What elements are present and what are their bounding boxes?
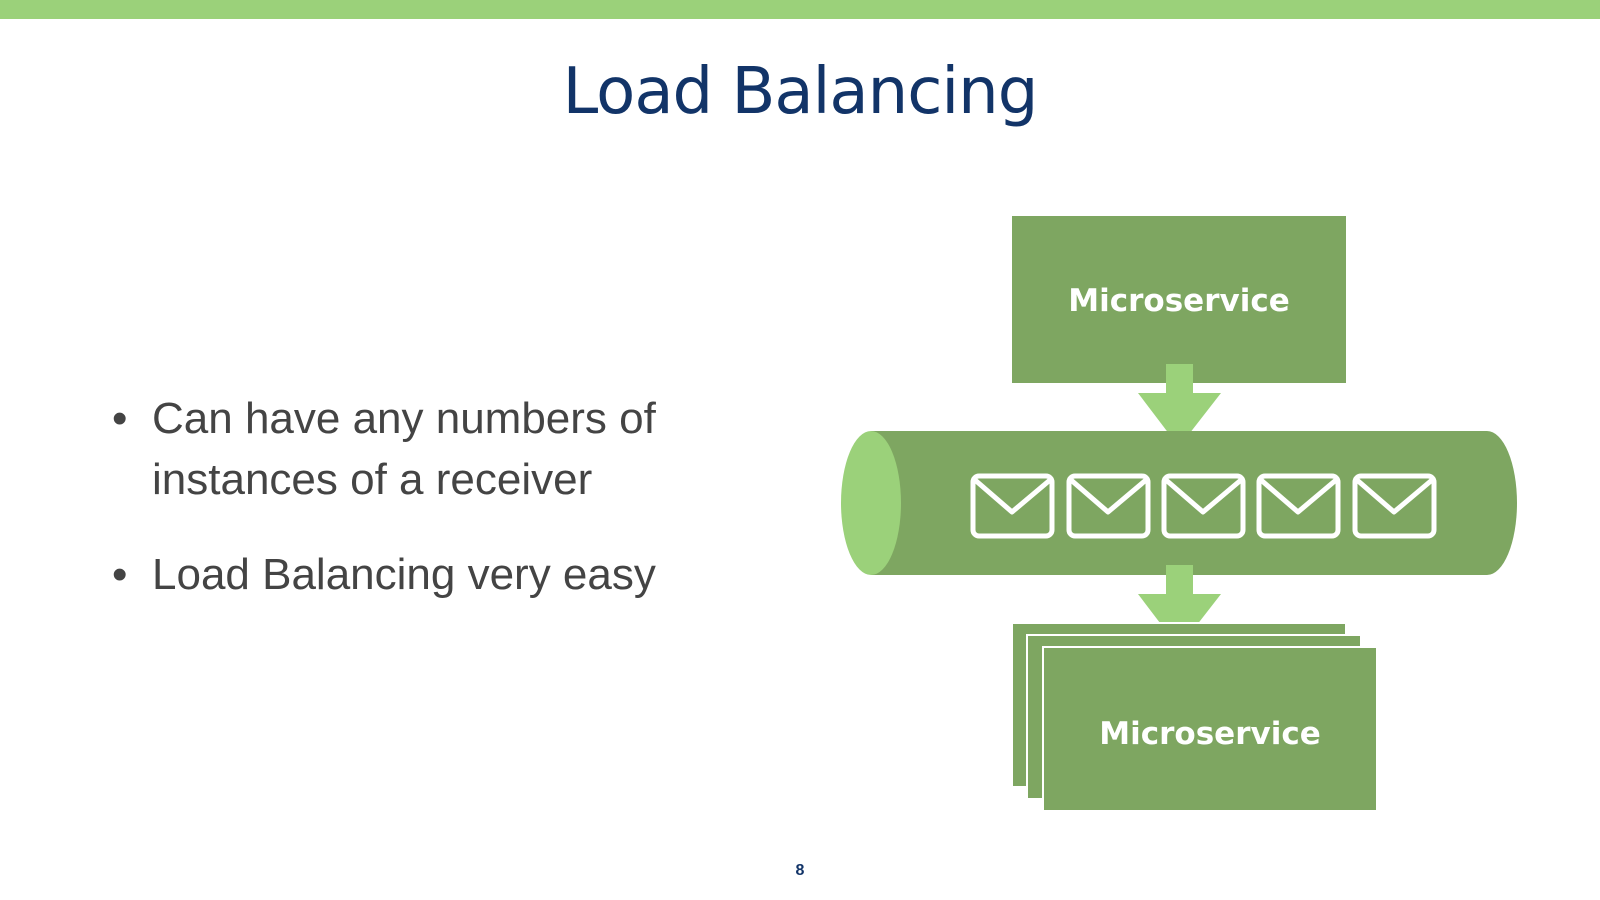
bullet-text: Load Balancing very easy	[152, 550, 656, 599]
arrow-down-icon	[1138, 364, 1221, 447]
page-number: 8	[795, 862, 805, 879]
envelope-icon	[1066, 473, 1151, 539]
sender-microservice-box	[1012, 216, 1346, 383]
receiver-microservice-stack	[1011, 622, 1378, 812]
envelope-icon	[1256, 473, 1341, 539]
bullet-list: • Can have any numbers of instances of a…	[112, 388, 732, 639]
bullet-item: • Can have any numbers of instances of a…	[112, 388, 732, 510]
bullet-text: Can have any numbers of instances of a r…	[152, 394, 656, 504]
slide-title: Load Balancing	[562, 55, 1039, 129]
envelope-icon	[1352, 473, 1437, 539]
bullet-dot-icon: •	[112, 394, 128, 443]
envelope-icon	[970, 473, 1055, 539]
top-accent-bar	[0, 0, 1600, 19]
receiver-instance-box	[1042, 646, 1378, 812]
bullet-item: • Load Balancing very easy	[112, 544, 732, 605]
receiver-microservice-label: Microservice	[1099, 716, 1320, 752]
arrow-down-icon	[1138, 565, 1221, 648]
message-queue-pipe	[841, 431, 1517, 575]
bullet-dot-icon: •	[112, 550, 128, 599]
sender-microservice-label: Microservice	[1068, 283, 1289, 319]
pipe-end-cap	[841, 431, 901, 575]
envelopes	[970, 473, 1437, 539]
envelope-icon	[1161, 473, 1246, 539]
